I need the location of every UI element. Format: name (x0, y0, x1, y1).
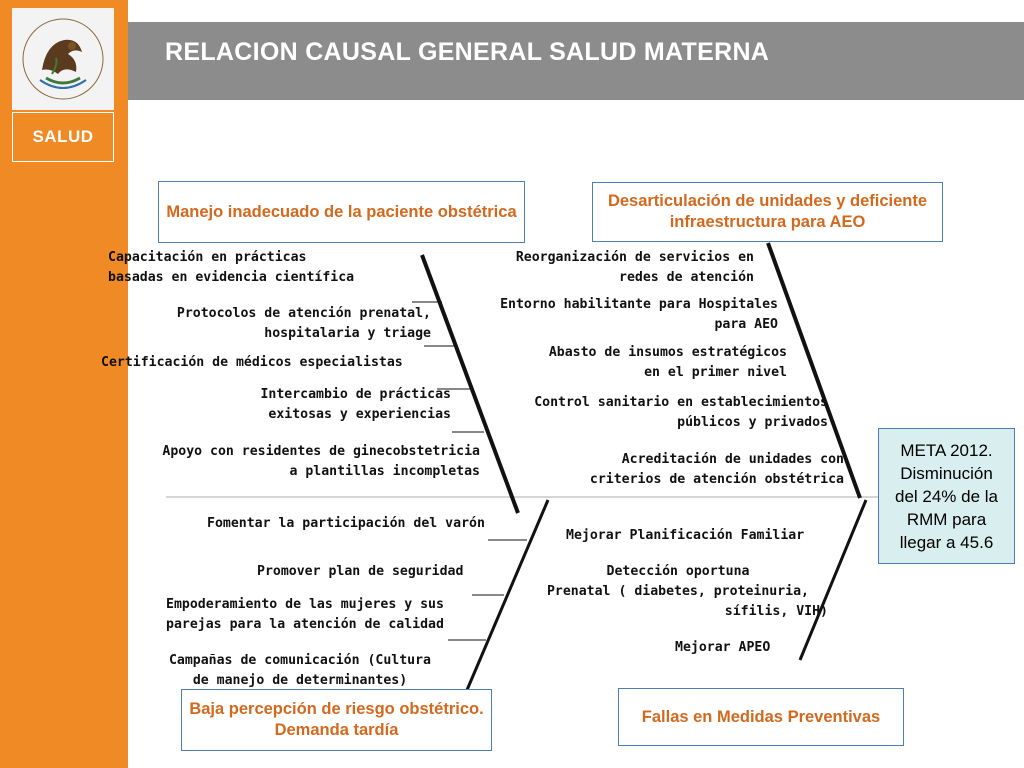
cause-label: Protocolos de atención prenatal,hospital… (176, 306, 431, 341)
goal-line: Disminución (900, 463, 993, 483)
sidebar (0, 0, 128, 768)
category-box-top-right: Desarticulación de unidades y deficiente… (592, 182, 943, 242)
bone-top-left (420, 254, 520, 514)
goal-line: del 24% de la (894, 486, 999, 506)
category-box-bottom-right: Fallas en Medidas Preventivas (618, 688, 904, 746)
cause-label: Mejorar Planificación Familiar (566, 528, 805, 543)
cause-label: Certificación de médicos especialistas (101, 355, 403, 370)
mexico-seal-logo (12, 8, 114, 110)
cause-label: Promover plan de seguridad (257, 564, 464, 579)
cause-label: Fomentar la participación del varón (207, 516, 485, 531)
category-box-top-left: Manejo inadecuado de la paciente obstétr… (158, 181, 525, 243)
bone-bottom-right (798, 499, 868, 661)
goal-box: META 2012. Disminución del 24% de la RMM… (878, 428, 1015, 564)
goal-line: llegar a 45.6 (899, 532, 994, 552)
bone-top-right (766, 242, 862, 499)
cause-label: Apoyo con residentes de ginecobstetricia… (162, 444, 480, 479)
cause-label: Mejorar APEO (675, 640, 771, 655)
goal-line: META 2012. (900, 440, 993, 460)
category-box-bottom-left: Baja percepción de riesgo obstétrico. De… (181, 689, 492, 751)
salud-brand: SALUD (12, 112, 114, 162)
goal-line: RMM para (906, 509, 987, 529)
page-title: RELACION CAUSAL GENERAL SALUD MATERNA (165, 38, 770, 66)
title-bar (128, 22, 1024, 100)
bone-bottom-left (465, 499, 550, 691)
eagle-seal-icon (22, 18, 104, 100)
